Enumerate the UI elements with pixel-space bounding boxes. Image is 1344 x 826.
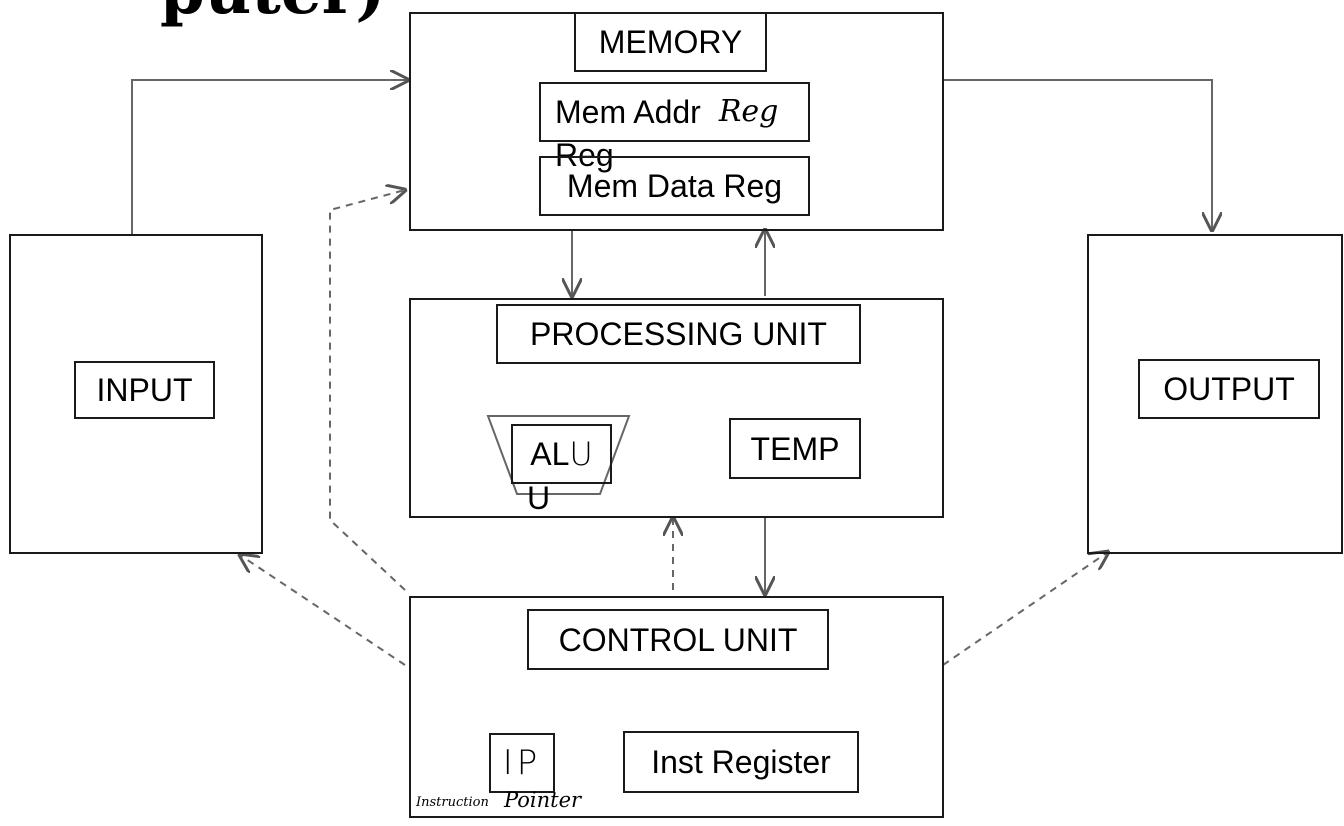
processing-unit-title: PROCESSING UNIT (496, 304, 861, 364)
mem-addr-label: Mem Addr (555, 94, 701, 130)
output-label: OUTPUT (1138, 359, 1320, 419)
mem-data-reg-box: Mem Data Reg (539, 156, 810, 216)
mem-addr-overflow-text: Reg (555, 137, 614, 173)
mem-addr-handwritten-reg: Reg (718, 94, 779, 129)
control-to-memory-dashed-arrow (329, 190, 405, 591)
ip-label: IP (502, 743, 542, 783)
mem-addr-reg-box: Mem Addr Reg (539, 82, 810, 142)
alu-label: AL (530, 436, 570, 472)
temp-box: TEMP (729, 418, 861, 479)
ip-caption-pointer: Pointer (504, 788, 582, 812)
input-to-memory-arrow (131, 80, 408, 234)
alu-handwritten-u: U (569, 435, 593, 473)
input-block (9, 234, 263, 554)
ip-caption-instruction: Instruction (416, 795, 489, 810)
processing-unit-block (409, 298, 944, 518)
control-to-output-dashed-arrow (942, 552, 1108, 666)
input-label: INPUT (74, 361, 215, 419)
memory-to-output-arrow (943, 79, 1212, 230)
control-unit-title: CONTROL UNIT (527, 609, 829, 670)
ip-box: IP (489, 733, 555, 793)
control-unit-block (409, 596, 944, 818)
output-block (1087, 234, 1343, 554)
inst-register-box: Inst Register (623, 731, 859, 793)
title-fragment: puter) (160, 0, 386, 24)
control-to-input-dashed-arrow (240, 555, 406, 666)
alu-overflow-text: U (527, 480, 551, 516)
memory-title: MEMORY (574, 12, 767, 72)
alu-trapezoid (486, 415, 631, 495)
alu-box: AL U (511, 424, 612, 484)
